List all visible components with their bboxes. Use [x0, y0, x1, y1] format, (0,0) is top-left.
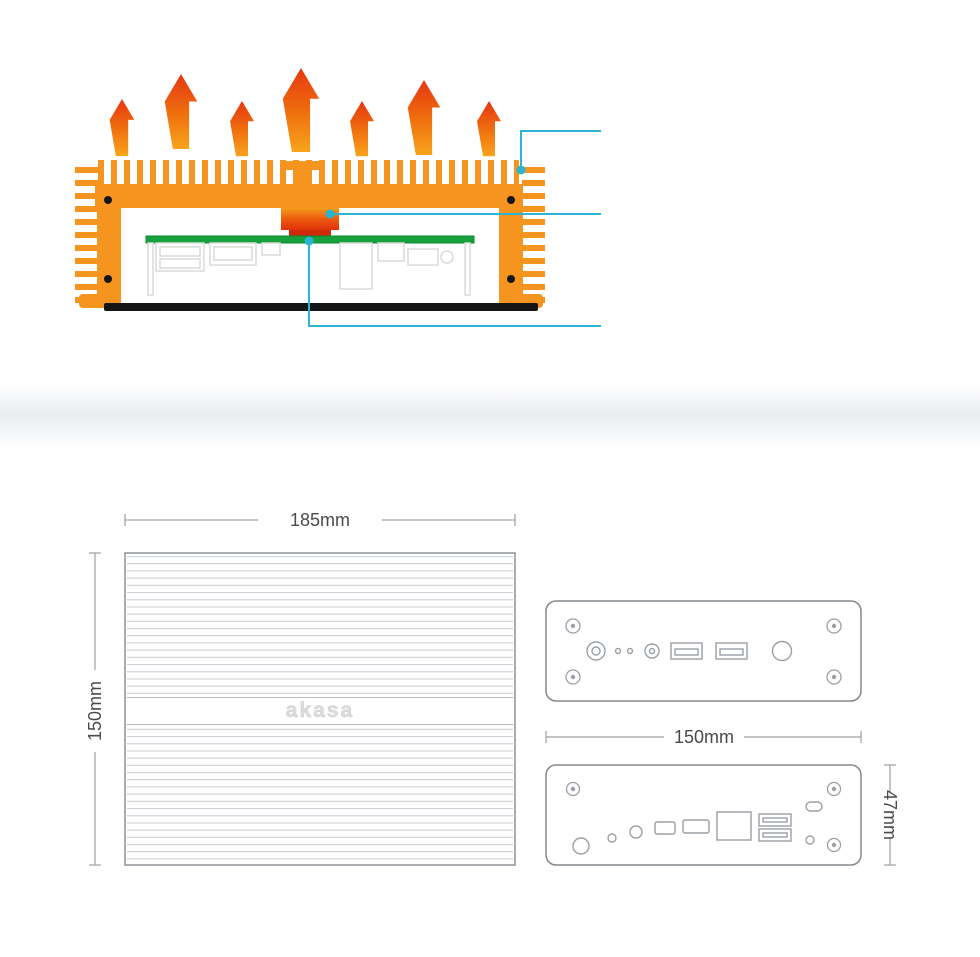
logo-band: [126, 697, 514, 725]
usb-port: [758, 813, 792, 827]
callout-dot-case: [516, 165, 526, 175]
component-chip: [377, 242, 405, 262]
heatsink-top-plate: [95, 184, 523, 208]
cpu-die: [289, 230, 331, 237]
callout-dot-cpu: [325, 209, 335, 219]
component-standoff: [464, 242, 471, 296]
usb-port: [758, 828, 792, 842]
usb-port: [670, 642, 703, 660]
dimension-panel-height: 47mm: [880, 764, 900, 866]
heat-arrow-icon: [282, 68, 320, 152]
logo-band-top-line: [126, 697, 514, 698]
round-connector: [586, 641, 606, 661]
round-connector-inner: [591, 646, 601, 656]
screw-center: [831, 786, 837, 792]
indicator-hole: [805, 835, 815, 845]
rear-panel-outline: [545, 764, 862, 866]
component-tall-block: [339, 242, 373, 290]
brand-logo: akasa: [286, 699, 354, 722]
dimension-top-depth: 150mm: [85, 552, 105, 866]
cpu-heat-block: [281, 208, 339, 230]
dim-panel-width-label: 150mm: [674, 727, 734, 747]
rear-panel-screws: [565, 781, 842, 853]
audio-jack: [644, 643, 660, 659]
dimension-top-width: 185mm: [124, 510, 516, 530]
component-port-block: [209, 242, 257, 266]
screw-center: [570, 623, 576, 629]
callout-heatsink-case: [520, 130, 601, 166]
usb-port-tongue: [674, 648, 699, 656]
front-panel-drawing: [545, 600, 862, 702]
usb-port: [715, 642, 748, 660]
mini-dp-port: [654, 821, 676, 835]
front-panel-ports: [586, 640, 793, 662]
reset-hole: [607, 833, 617, 843]
audio-jack-inner: [648, 647, 656, 655]
callout-dot-pcb: [304, 236, 314, 246]
top-view-drawing: akasa: [124, 552, 516, 866]
component-port-slot: [213, 246, 253, 261]
heat-arrow-icon: [407, 80, 441, 155]
screw-dot-icon: [104, 196, 112, 204]
heat-arrow-icon: [109, 99, 135, 156]
dimension-panel-width: 150mm: [545, 727, 862, 747]
screw-center: [831, 674, 837, 680]
dim-top-depth-label: 150mm: [85, 681, 105, 741]
callout-pcb: [308, 242, 601, 327]
rear-panel-ports: [572, 801, 823, 855]
usb-port-tongue: [719, 648, 744, 656]
case-screws: [104, 196, 515, 283]
component-small-chip: [261, 242, 281, 256]
heatsink-left-fins: [75, 167, 98, 304]
internal-components: [147, 242, 471, 296]
front-panel-screws: [565, 618, 842, 685]
component-usb-stack: [155, 242, 205, 272]
heatsink-left-wall: [97, 206, 121, 304]
callout-line: [308, 242, 601, 327]
led-indicator: [626, 647, 634, 655]
screw-dot-icon: [507, 196, 515, 204]
mounting-bracket-stem: [298, 161, 308, 187]
component-usb-slot: [159, 246, 201, 257]
component-connector: [407, 248, 439, 266]
component-usb-slot: [159, 258, 201, 269]
usb-port-tongue: [762, 817, 788, 823]
heatsink-right-fins: [522, 167, 545, 304]
rear-panel-drawing: [545, 764, 862, 866]
base-plate: [104, 303, 538, 311]
heat-arrow-icon: [230, 101, 254, 157]
dim-top-width-label: 185mm: [290, 510, 350, 530]
component-jack-barrel: [440, 250, 454, 264]
heat-arrow-icon: [350, 101, 374, 157]
dc-in-port: [805, 801, 823, 812]
heatsink-right-wall: [499, 206, 523, 304]
logo-band-bottom-line: [126, 724, 514, 725]
screw-center: [831, 623, 837, 629]
heat-arrow-icon: [164, 74, 198, 149]
hdmi-port: [682, 819, 710, 834]
thermal-cross-section-diagram: [75, 68, 601, 327]
power-button: [771, 640, 793, 662]
heat-arrow-icon: [477, 101, 501, 157]
dim-panel-height-label: 47mm: [880, 790, 900, 840]
front-panel-outline: [545, 600, 862, 702]
audio-jack: [629, 825, 643, 839]
divider-band: [0, 386, 980, 448]
component-standoff: [147, 242, 154, 296]
callout-line: [520, 130, 601, 166]
screw-dot-icon: [507, 275, 515, 283]
heatsink-body: [75, 160, 545, 308]
screw-center: [570, 674, 576, 680]
led-indicator: [614, 647, 622, 655]
screw-center: [831, 842, 837, 848]
usb-port-tongue: [762, 832, 788, 838]
screw-center: [570, 786, 576, 792]
antenna-hole: [572, 837, 590, 855]
screw-dot-icon: [104, 275, 112, 283]
heat-arrows: [109, 68, 501, 157]
ethernet-port: [716, 811, 752, 841]
